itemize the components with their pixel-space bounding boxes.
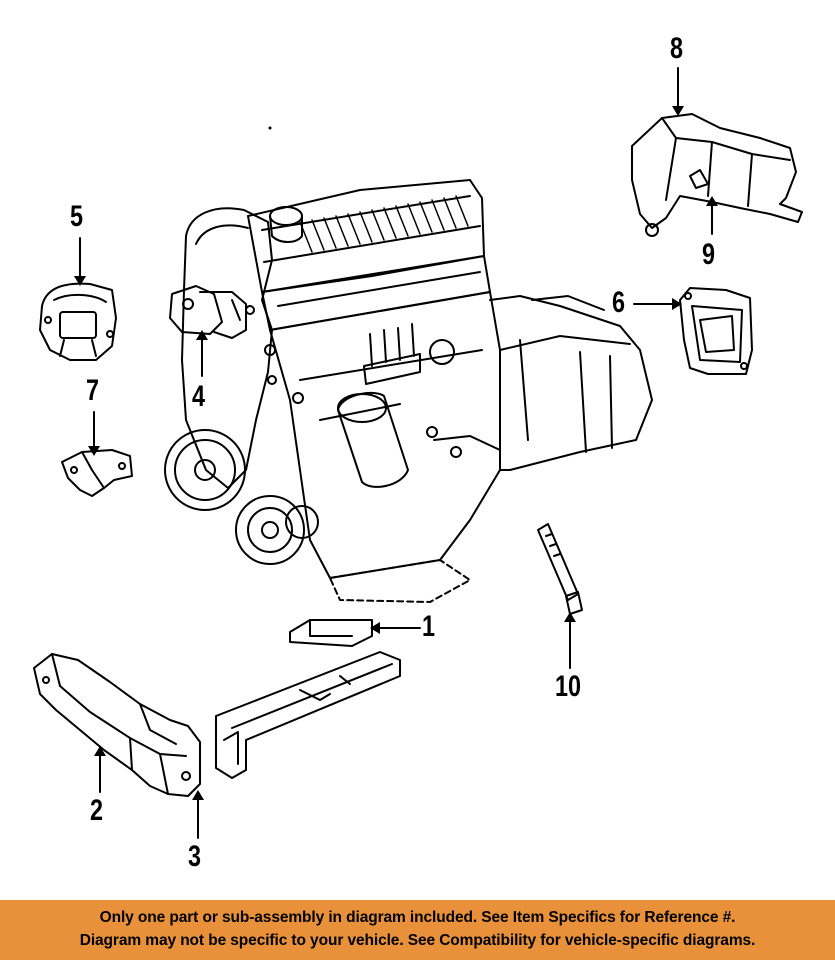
part-8-9-right-bracket [631, 113, 803, 237]
callout-2: 2 [90, 794, 104, 827]
callout-1: 1 [422, 610, 436, 643]
callout-10: 10 [555, 670, 582, 703]
callout-8: 8 [670, 32, 684, 65]
part-5-mount-insulator [39, 282, 117, 361]
leader-arrowheads [74, 106, 718, 800]
part-6-mount [679, 287, 753, 375]
callout-7: 7 [86, 374, 100, 407]
crossmember-drawing [215, 651, 401, 779]
disclaimer-line-2: Diagram may not be specific to your vehi… [79, 932, 756, 949]
part-10-damper [537, 523, 583, 615]
engine-block-drawing [164, 179, 653, 603]
disclaimer-line-1: Only one part or sub-assembly in diagram… [99, 909, 736, 926]
part-7-small-bracket [61, 449, 133, 497]
part-4-engine-bracket [169, 285, 247, 339]
callout-5: 5 [70, 200, 84, 233]
disclaimer-banner: Only one part or sub-assembly in diagram… [0, 900, 835, 960]
part-1-pad [289, 619, 373, 647]
callout-4: 4 [192, 380, 206, 413]
engine-mount-diagram [33, 67, 803, 839]
callout-9: 9 [702, 238, 716, 271]
leader-lines [79, 67, 713, 839]
part-2-3-lower-bracket [33, 653, 201, 797]
callout-6: 6 [612, 286, 626, 319]
callout-3: 3 [188, 840, 202, 873]
